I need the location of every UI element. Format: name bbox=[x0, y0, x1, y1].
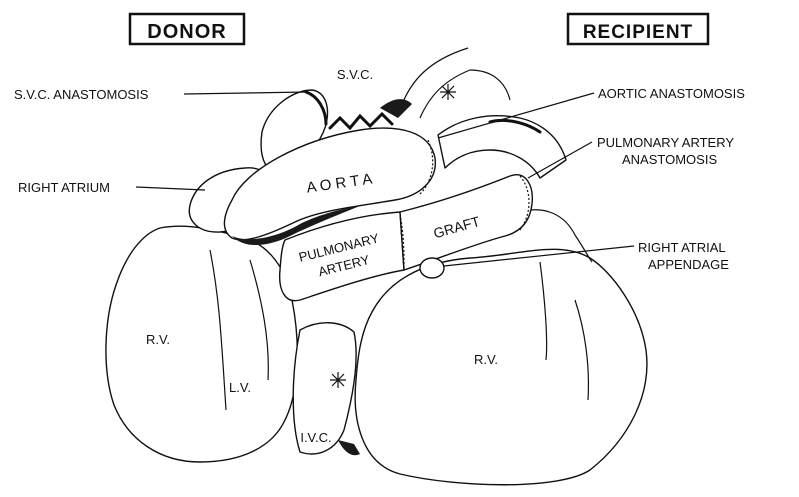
label-pa-anastomosis-2: ANASTOMOSIS bbox=[622, 152, 717, 167]
label-aortic-anastomosis: AORTIC ANASTOMOSIS bbox=[598, 86, 745, 101]
junction-sutures bbox=[330, 114, 392, 128]
label-svc-anastomosis: S.V.C. ANASTOMOSIS bbox=[14, 87, 149, 102]
leader-right-atrium bbox=[136, 187, 205, 190]
recipient-header: RECIPIENT bbox=[568, 14, 708, 44]
label-donor-lv: L.V. bbox=[229, 380, 251, 395]
donor-ventricle-outline bbox=[106, 226, 297, 462]
recipient-svc-vessel bbox=[400, 48, 468, 110]
donor-header-text: DONOR bbox=[147, 21, 226, 43]
label-recipient-rv: R.V. bbox=[474, 352, 498, 367]
recipient-upper-vessel bbox=[470, 70, 510, 100]
label-right-atrial-appendage-1: RIGHT ATRIAL bbox=[638, 240, 726, 255]
donor-heart bbox=[106, 226, 297, 462]
label-pa-anastomosis-1: PULMONARY ARTERY bbox=[597, 135, 734, 150]
label-svc: S.V.C. bbox=[337, 67, 373, 82]
right-atrial-appendage bbox=[420, 258, 444, 278]
star-mark-upper bbox=[440, 84, 456, 100]
recipient-header-text: RECIPIENT bbox=[583, 22, 693, 43]
label-ivc: I.V.C. bbox=[300, 430, 331, 445]
recipient-ventricle-outline bbox=[355, 249, 647, 484]
star-mark-lower bbox=[330, 372, 346, 388]
label-right-atrial-appendage-2: APPENDAGE bbox=[648, 257, 729, 272]
label-donor-rv: R.V. bbox=[146, 332, 170, 347]
recipient-svc-vessel-2 bbox=[420, 70, 470, 118]
label-right-atrium: RIGHT ATRIUM bbox=[18, 180, 110, 195]
ivc-shadow bbox=[338, 440, 360, 455]
svc-aorta-junction bbox=[330, 99, 412, 128]
leader-svc-anastomosis bbox=[184, 92, 308, 94]
donor-header: DONOR bbox=[130, 14, 244, 44]
recipient-aorta-stump bbox=[438, 116, 566, 178]
